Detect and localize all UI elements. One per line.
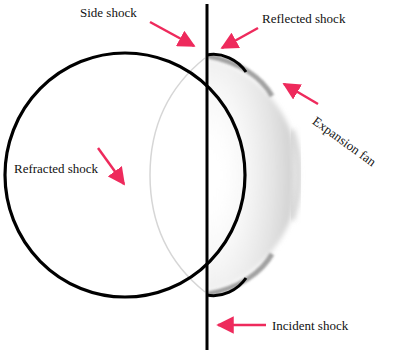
leader-arrow bbox=[98, 148, 124, 184]
part-label: Side shock bbox=[80, 6, 137, 19]
side-shock bbox=[207, 278, 246, 296]
incident-shock-line bbox=[206, 4, 209, 350]
part-label: Expansion fan bbox=[310, 114, 378, 168]
refracted-shock-line bbox=[150, 58, 205, 292]
expansion-fan-edge bbox=[292, 130, 300, 220]
leader-arrow bbox=[284, 84, 318, 104]
leader-arrow bbox=[150, 22, 194, 46]
leader-arrow bbox=[222, 28, 258, 48]
bubble-outline bbox=[5, 53, 245, 297]
expansion-region bbox=[207, 58, 300, 292]
leader-arrow bbox=[218, 324, 266, 327]
reflected-shock-front bbox=[208, 56, 272, 96]
part-label: Refracted shock bbox=[14, 162, 98, 175]
part-label: Reflected shock bbox=[262, 12, 345, 25]
reflected-shock-front bbox=[208, 254, 272, 294]
part-label: Incident shock bbox=[272, 319, 348, 332]
side-shock bbox=[207, 54, 246, 72]
